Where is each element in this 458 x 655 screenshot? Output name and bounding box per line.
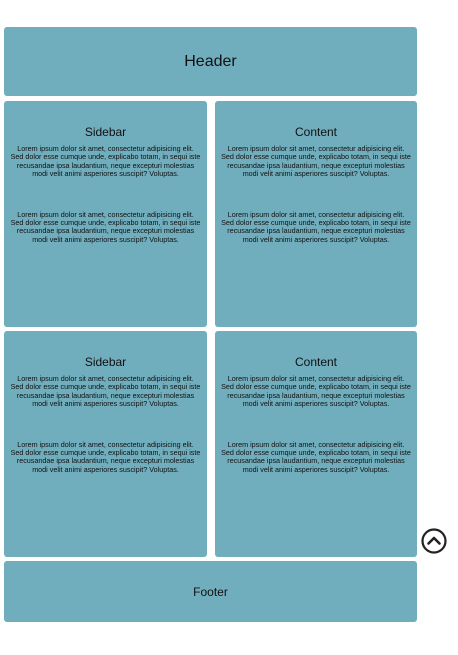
content-paragraph: Lorem ipsum dolor sit amet, consectetur …	[221, 374, 411, 409]
sidebar-title: Sidebar	[84, 125, 127, 139]
partial-circle-icon	[0, 534, 3, 548]
content-title: Content	[294, 355, 338, 369]
sidebar-paragraph: Lorem ipsum dolor sit amet, consectetur …	[10, 439, 201, 474]
content-panel: Content Lorem ipsum dolor sit amet, cons…	[215, 101, 417, 327]
footer: Footer	[4, 561, 417, 622]
content-panel: Content Lorem ipsum dolor sit amet, cons…	[215, 331, 417, 557]
sidebar-panel: Sidebar Lorem ipsum dolor sit amet, cons…	[4, 331, 207, 557]
content-paragraph: Lorem ipsum dolor sit amet, consectetur …	[221, 439, 411, 474]
sidebar-paragraph: Lorem ipsum dolor sit amet, consectetur …	[10, 374, 201, 409]
chevron-up-icon	[427, 536, 441, 545]
content-title: Content	[294, 125, 338, 139]
header-title: Header	[184, 52, 237, 70]
content-paragraph: Lorem ipsum dolor sit amet, consectetur …	[221, 144, 411, 179]
sidebar-panel: Sidebar Lorem ipsum dolor sit amet, cons…	[4, 101, 207, 327]
content-paragraph: Lorem ipsum dolor sit amet, consectetur …	[221, 209, 411, 244]
sidebar-paragraph: Lorem ipsum dolor sit amet, consectetur …	[10, 209, 201, 244]
sidebar-title: Sidebar	[84, 355, 127, 369]
header: Header	[4, 27, 417, 96]
scroll-to-top-button[interactable]	[420, 527, 448, 555]
footer-title: Footer	[193, 584, 228, 599]
sidebar-paragraph: Lorem ipsum dolor sit amet, consectetur …	[10, 144, 201, 179]
